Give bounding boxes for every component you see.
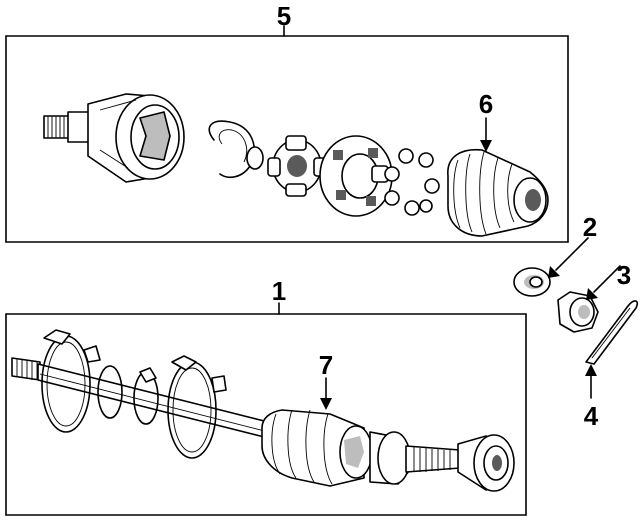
axle-shaft: [37, 363, 301, 447]
leader-3: [593, 265, 621, 293]
callout-6: 6: [479, 89, 493, 119]
group-box-5: [5, 25, 569, 243]
callout-5: 5: [277, 1, 291, 31]
callout-2: 2: [583, 212, 597, 242]
arrowhead-2: [548, 266, 560, 278]
inner-joint-boot: [261, 409, 373, 487]
callout-7: 7: [319, 350, 333, 380]
outer-boot-clamp: [167, 355, 227, 459]
washer: [513, 267, 551, 297]
inner-race: [267, 135, 327, 197]
group-box-1: [5, 302, 527, 516]
arrowhead-7: [320, 398, 332, 410]
outer-boot: [447, 148, 549, 237]
arrowhead-3: [586, 288, 598, 300]
hub-nut: [557, 291, 599, 333]
callout-4: 4: [584, 401, 599, 431]
cotter-pin: [585, 300, 639, 365]
outer-joint-housing: [43, 93, 185, 183]
outer-joint: [369, 431, 515, 492]
callout-1: 1: [272, 276, 286, 306]
small-clamps: [97, 365, 159, 425]
leader-2: [555, 237, 589, 271]
arrowhead-4: [585, 364, 597, 376]
arrowhead-6: [480, 140, 492, 152]
inner-boot-clamp: [41, 329, 101, 433]
callout-3: 3: [617, 260, 631, 290]
shaft-splined-end: [11, 357, 41, 381]
snap-ring: [208, 120, 264, 179]
bearing-cage: [319, 135, 393, 217]
bearing-balls: [384, 148, 440, 216]
